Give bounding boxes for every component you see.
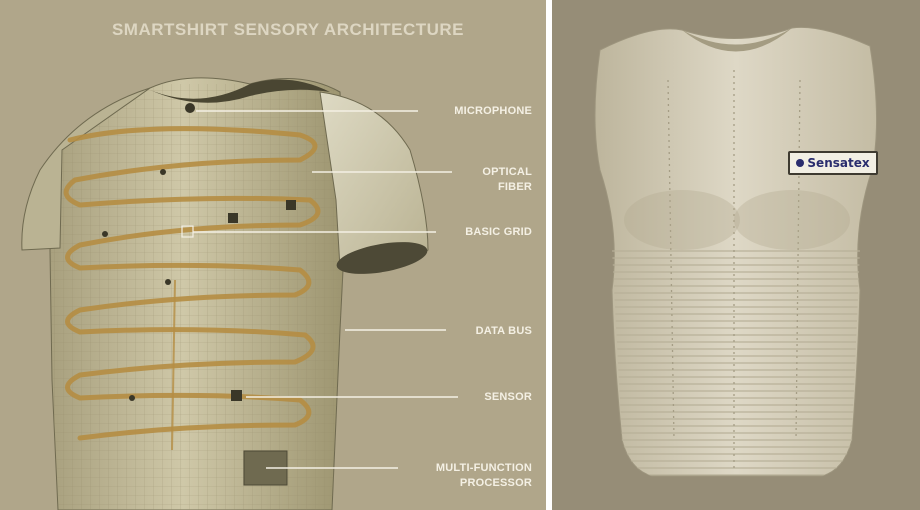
callout-optical-fiber: OPTICAL FIBER <box>482 165 532 195</box>
smartshirt-photo <box>552 0 920 510</box>
smartshirt-diagram <box>0 0 546 510</box>
logo-mark-icon <box>796 159 804 167</box>
callout-data-bus: DATA BUS <box>476 324 532 339</box>
callout-basic-grid: BASIC GRID <box>465 225 532 240</box>
callout-processor: MULTI-FUNCTION PROCESSOR <box>436 461 532 491</box>
diagram-title: SMARTSHIRT SENSORY ARCHITECTURE <box>0 20 546 40</box>
brand-name: Sensatex <box>807 156 869 170</box>
sensatex-logo: Sensatex <box>788 151 878 175</box>
smartshirt-diagram-panel: SMARTSHIRT SENSORY ARCHITECTURE MICROPHO… <box>0 0 546 510</box>
callout-sensor: SENSOR <box>484 390 532 405</box>
callout-microphone: MICROPHONE <box>454 104 532 119</box>
smartshirt-photo-panel: Sensatex <box>552 0 920 510</box>
